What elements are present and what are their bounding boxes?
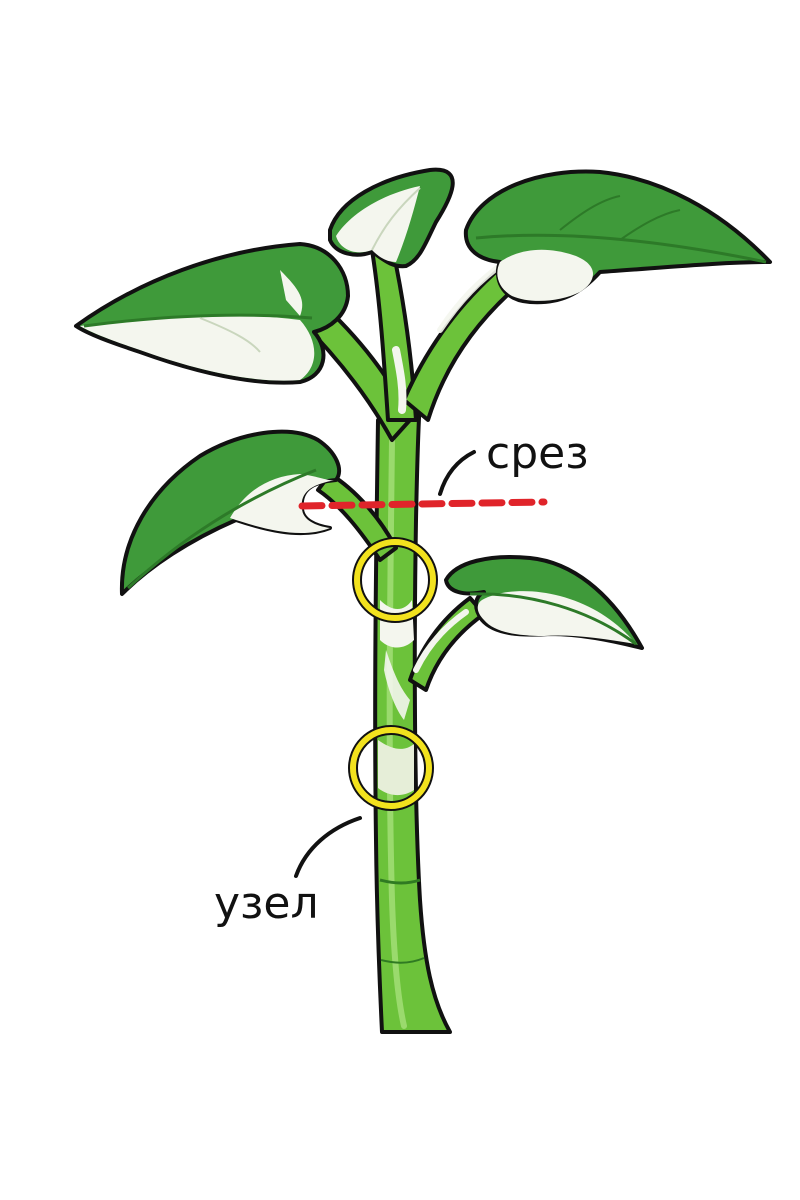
node-ring-upper — [352, 537, 438, 623]
upper-branches — [298, 244, 536, 442]
leaf-top-center — [328, 167, 455, 269]
main-stem — [373, 398, 452, 1034]
cut-callout: срез — [438, 428, 589, 496]
node-callout: узел — [214, 816, 362, 929]
node-ring-lower — [348, 725, 434, 811]
cut-line — [298, 498, 548, 510]
leaf-top-right — [463, 169, 772, 305]
leaf-lower-right — [444, 555, 644, 650]
cut-label: срез — [486, 428, 589, 479]
leaf-middle-left — [119, 429, 342, 596]
node-label: узел — [214, 878, 319, 929]
leaf-top-left — [74, 242, 350, 385]
